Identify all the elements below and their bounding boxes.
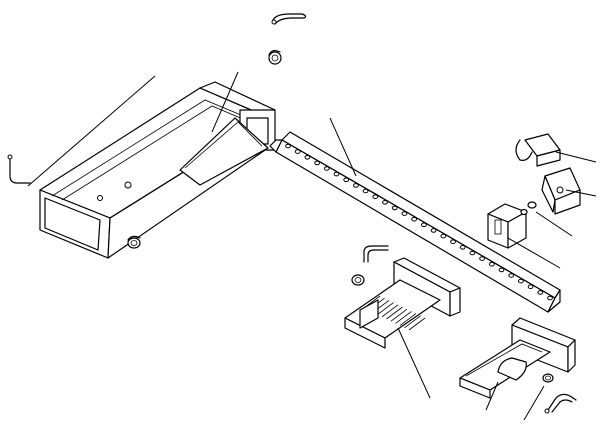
beam-hole <box>469 250 476 256</box>
beam-hole <box>323 166 330 171</box>
short-channel <box>459 317 576 399</box>
platform-slot <box>377 302 394 315</box>
platform-slot <box>399 313 417 326</box>
leader-line <box>523 385 545 421</box>
beam-hole <box>459 245 466 250</box>
beam-hole <box>488 261 495 267</box>
beam-hole <box>411 216 418 222</box>
beam-hole <box>343 177 350 183</box>
nut <box>527 201 537 209</box>
bottom-hairpin-pin <box>544 393 577 414</box>
perforated-beam <box>269 131 561 313</box>
slotted-platform <box>344 257 461 349</box>
beam-hole <box>430 228 437 233</box>
beam-hole <box>285 143 291 149</box>
beam-hole <box>333 171 340 177</box>
beam-holes <box>285 143 553 301</box>
platform-slot <box>408 317 426 331</box>
end-bracket <box>515 133 581 215</box>
mid-hitch-clip <box>351 274 365 286</box>
beam-hole <box>353 183 359 188</box>
leader-line <box>555 151 597 163</box>
beam-hole <box>372 194 379 199</box>
leader-line <box>535 211 573 237</box>
beam-hole <box>479 256 486 261</box>
long-rail <box>39 81 276 259</box>
top-hitch-clip <box>268 49 282 65</box>
callout-leaders <box>27 71 597 421</box>
rail-hole <box>97 195 103 201</box>
beam-hole <box>498 267 505 273</box>
leader-line <box>211 71 239 133</box>
slotted-block <box>487 203 527 249</box>
bottom-hitch-clip <box>542 373 554 383</box>
beam-hole <box>421 222 427 228</box>
beam-hole <box>294 149 301 154</box>
beam-hole <box>401 211 408 216</box>
left-hitch-clip <box>127 235 141 249</box>
beam-hole <box>450 239 456 244</box>
rail-end-pin <box>7 154 31 184</box>
mid-hairpin-pin <box>363 245 389 263</box>
beam-hole <box>527 284 534 290</box>
platform-slot <box>390 308 408 322</box>
platform-slot <box>381 304 399 318</box>
beam-hole <box>547 295 553 301</box>
beam-hole <box>508 273 515 278</box>
platform-slot <box>386 306 403 320</box>
leader-line <box>27 75 156 187</box>
leader-line <box>507 237 561 269</box>
rail-hole <box>124 181 132 189</box>
platform-slot <box>404 315 421 329</box>
top-hairpin-pin <box>271 13 307 25</box>
beam-hole <box>304 155 311 160</box>
leader-line <box>485 381 499 411</box>
leader-line <box>329 117 357 177</box>
leader-line <box>565 189 597 197</box>
beam-hole <box>391 205 398 211</box>
leader-line <box>397 327 431 399</box>
beam-hole <box>362 188 369 194</box>
beam-hole <box>314 160 321 166</box>
beam-hole <box>382 200 388 205</box>
washer <box>520 208 528 216</box>
beam-hole <box>537 290 544 295</box>
beam-hole <box>440 233 447 239</box>
beam-hole <box>518 278 524 284</box>
platform-slot <box>395 311 412 324</box>
